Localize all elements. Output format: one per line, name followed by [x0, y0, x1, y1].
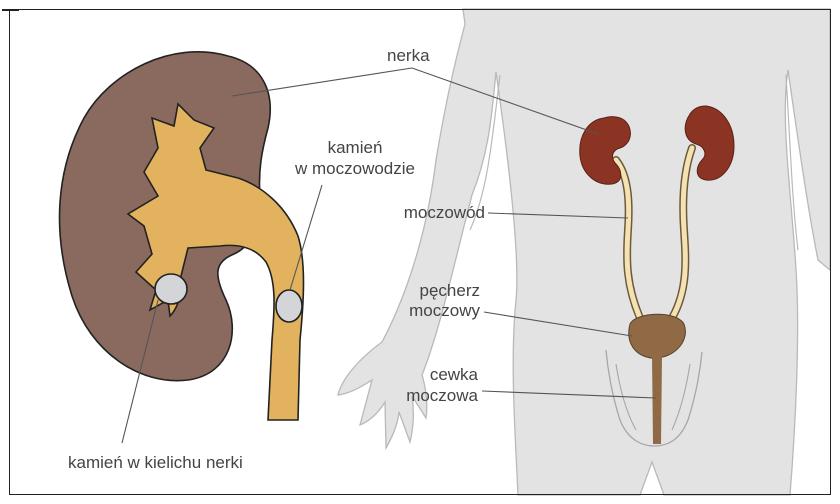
label-ureter-stone-line2: w moczowodzie	[270, 158, 440, 179]
label-ureter: moczowód	[360, 202, 485, 223]
label-urethra-line1: cewka	[370, 364, 478, 385]
label-ureter-stone-line1: kamień	[280, 137, 430, 158]
label-calyx-stone: kamień w kielichu nerki	[68, 452, 243, 473]
frame-tick	[2, 9, 19, 11]
figure-frame	[9, 9, 831, 495]
label-bladder-line1: pęcherz	[370, 280, 480, 301]
label-kidney: nerka	[387, 45, 430, 66]
label-bladder-line2: moczowy	[370, 300, 480, 321]
label-urethra-line2: moczowa	[370, 385, 478, 406]
